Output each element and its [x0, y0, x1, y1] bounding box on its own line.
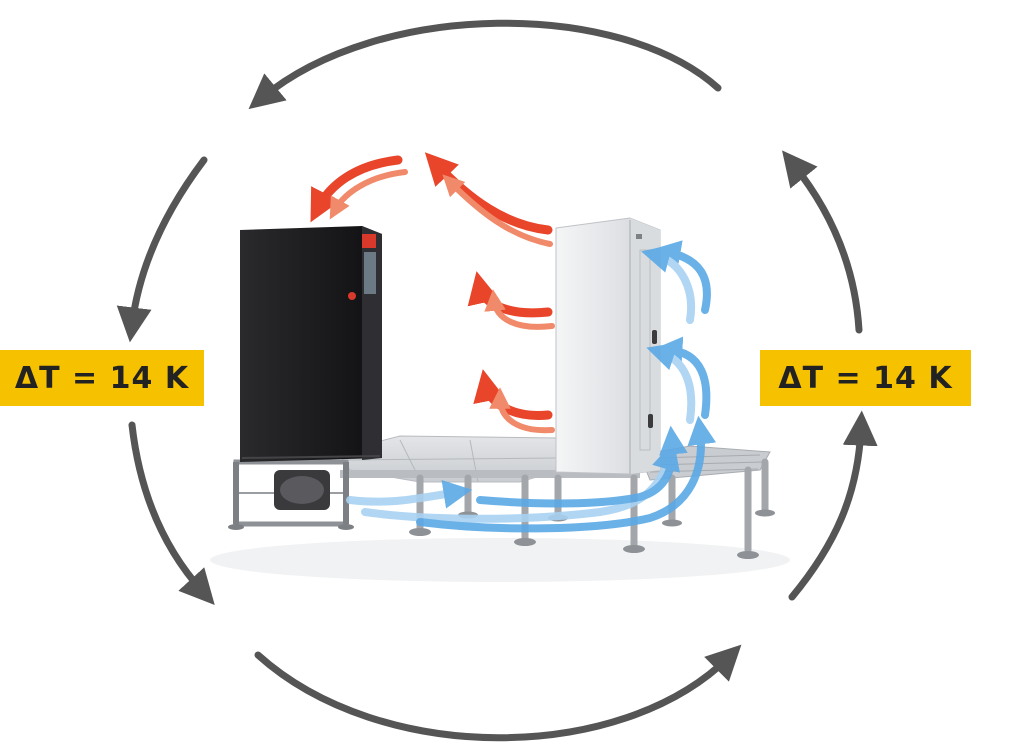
delta-t-left-badge: ΔT = 14 K [0, 350, 204, 406]
delta-t-right-badge: ΔT = 14 K [760, 350, 971, 406]
cycle-arrows-icon [116, 19, 878, 742]
raised-floor-platform-icon [337, 435, 775, 559]
cooling-unit-icon [228, 226, 382, 530]
cycle-arrow-upper-left [116, 156, 208, 343]
cycle-arrow-lower-right [788, 410, 878, 601]
cycle-arrow-upper-right [782, 150, 863, 334]
cycle-arrow-top [248, 19, 722, 110]
delta-t-right-label: ΔT = 14 K [778, 360, 953, 396]
hot-air-arrows-icon [310, 152, 555, 434]
floor-shadow [210, 538, 790, 582]
cycle-arrow-lower-left [128, 421, 215, 605]
cycle-arrow-bottom [254, 644, 742, 742]
server-rack-icon [555, 217, 661, 475]
delta-t-left-label: ΔT = 14 K [14, 360, 190, 396]
cold-air-arrows-icon [346, 240, 717, 533]
